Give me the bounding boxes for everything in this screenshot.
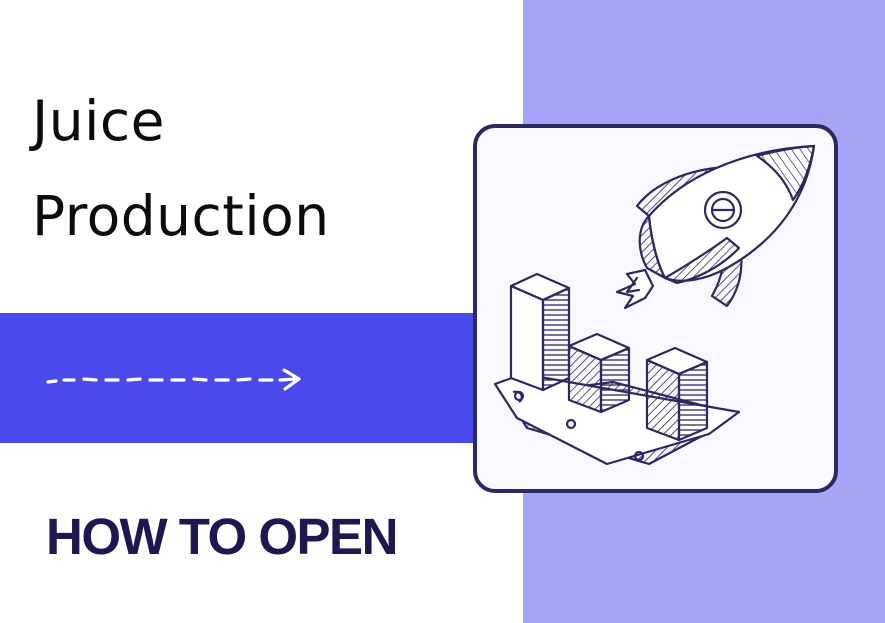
accent-band: [0, 313, 474, 443]
title-line-2: Production: [32, 184, 330, 248]
page-title: Juice Production: [32, 74, 330, 264]
bar-tall: [509, 272, 571, 392]
dashed-arrow-right-icon: [46, 368, 301, 391]
title-line-1: Juice: [32, 89, 165, 153]
rocket-bar-chart-illustration: [493, 144, 816, 466]
subtitle-heading: HOW TO OPEN: [46, 508, 398, 565]
bar-short: [645, 346, 709, 442]
illustration-card: [473, 124, 838, 493]
bar-medium: [567, 332, 631, 414]
rocket-icon: [615, 144, 816, 310]
